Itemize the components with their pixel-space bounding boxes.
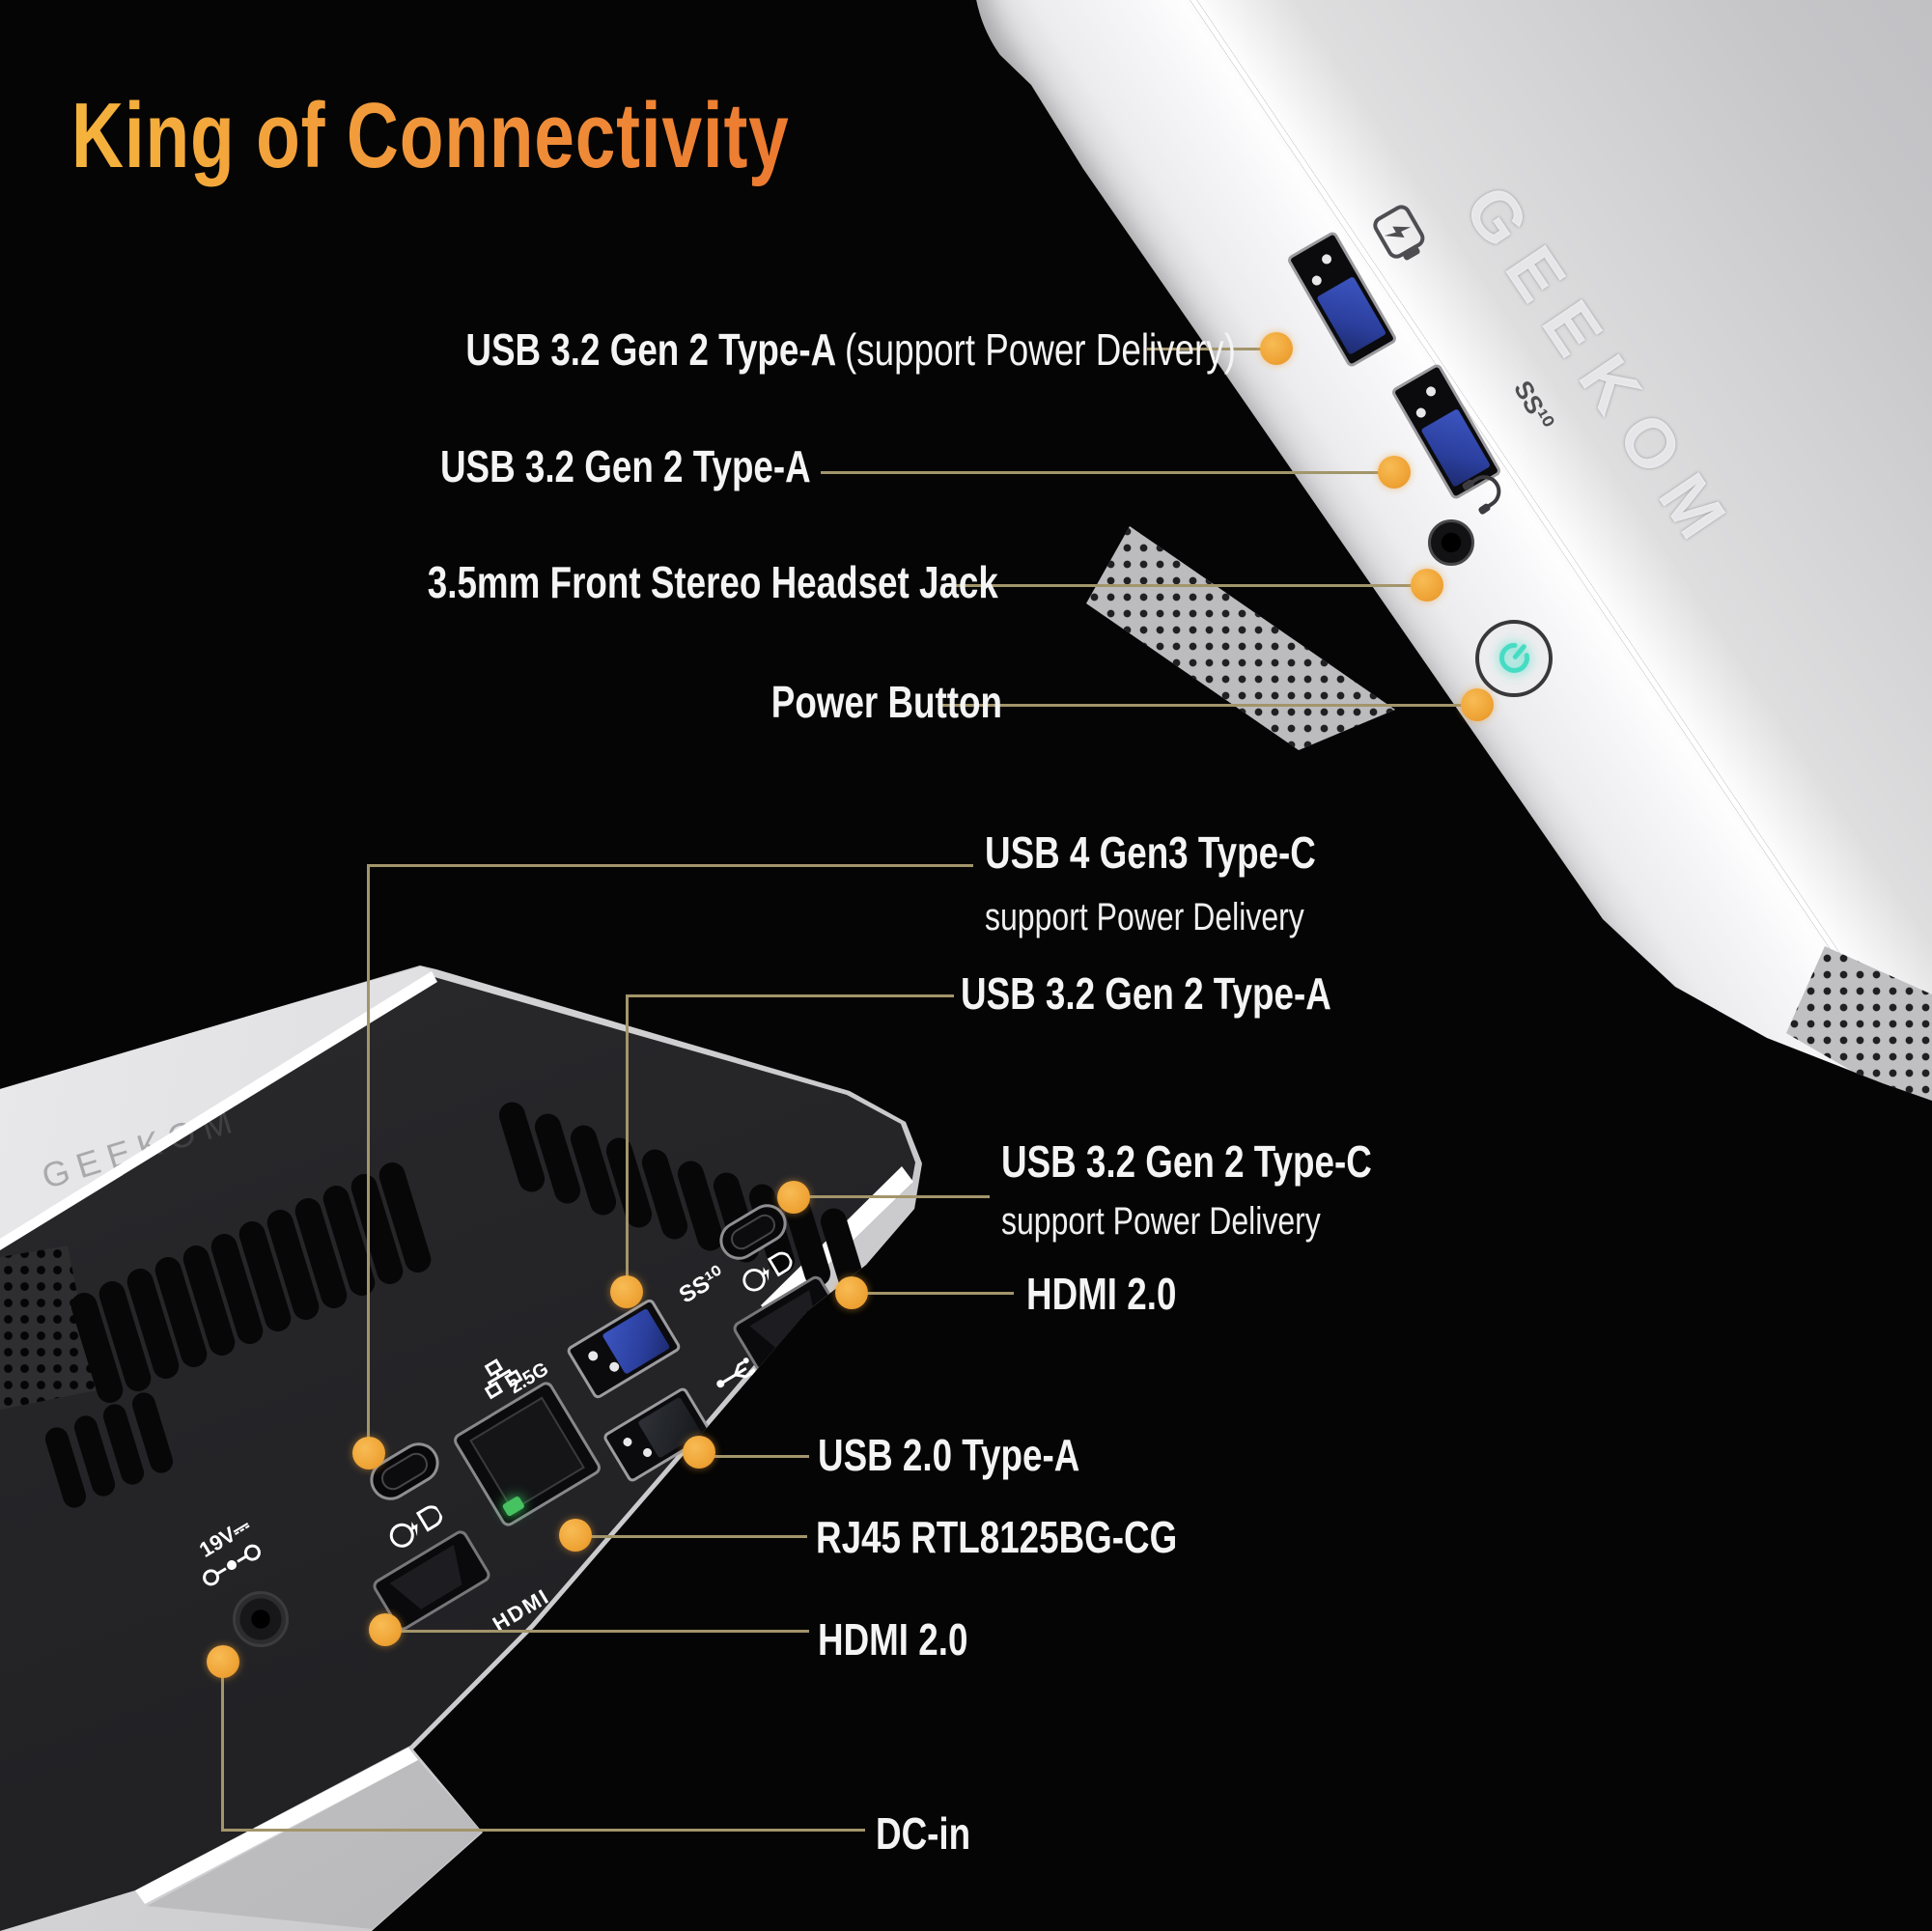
callout-line-usbc32 <box>799 1195 990 1198</box>
callout-dot-usb3 <box>610 1275 643 1308</box>
ethernet-icon <box>484 1358 523 1400</box>
callout-line-front-usb1 <box>1147 348 1263 350</box>
headset-jack <box>1428 519 1474 566</box>
callout-label-usb4c: USB 4 Gen3 Type-C <box>985 827 1316 878</box>
callout-sublabel-usb4c: support Power Delivery <box>985 896 1304 938</box>
callout-line-usb4c-v <box>367 864 370 1443</box>
callout-dot-hdmi-top <box>835 1276 868 1309</box>
callout-label-front-usb2: USB 3.2 Gen 2 Type-A <box>440 441 811 491</box>
callout-line-front-usb2 <box>821 471 1381 474</box>
callout-label-dcin: DC-in <box>876 1808 971 1859</box>
callout-label-usbc32: USB 3.2 Gen 2 Type-C <box>1001 1136 1372 1187</box>
callout-dot-power <box>1461 688 1494 721</box>
callout-line-hdmi-top <box>857 1292 1014 1295</box>
callout-label-front-usb1: USB 3.2 Gen 2 Type-A (support Power Deli… <box>465 324 1236 375</box>
callout-sublabel-usbc32: support Power Delivery <box>1001 1200 1321 1243</box>
callout-dot-rj45 <box>559 1519 592 1552</box>
callout-line-dcin-h <box>221 1829 865 1832</box>
callout-label-usb3: USB 3.2 Gen 2 Type-A <box>961 968 1331 1019</box>
callout-label-hdmi-bottom: HDMI 2.0 <box>818 1614 968 1665</box>
callout-label-power: Power Button <box>770 677 1002 727</box>
callout-line-hdmi-bottom <box>392 1630 809 1633</box>
callout-line-usb3-h <box>626 994 954 997</box>
callout-line-dcin-v <box>221 1672 224 1831</box>
displayport-icon-usb4 <box>389 1505 443 1548</box>
usb-power-delivery-icon <box>1373 205 1425 261</box>
page-title: King of Connectivity <box>71 84 790 187</box>
callout-dot-hdmi-bottom <box>369 1613 402 1646</box>
callout-dot-usbc32 <box>777 1181 810 1214</box>
callout-dot-headset <box>1411 569 1443 602</box>
callout-label-hdmi-top: HDMI 2.0 <box>1026 1269 1177 1319</box>
headphone-icon <box>1462 475 1501 515</box>
callout-line-power <box>938 704 1465 707</box>
callout-dot-usb4c <box>352 1437 385 1469</box>
callout-label-headset: 3.5mm Front Stereo Headset Jack <box>427 557 998 607</box>
callout-dot-dcin <box>207 1645 239 1678</box>
callout-line-usb4c-h <box>367 864 973 867</box>
displayport-icon-usbc32 <box>742 1251 793 1292</box>
hdmi-marking-top: HDMI <box>778 1332 839 1382</box>
dc-polarity-icon <box>203 1544 261 1586</box>
callout-label-rj45: RJ45 RTL8125BG-CG <box>816 1512 1178 1562</box>
dc-in-jack <box>233 1591 289 1647</box>
callout-line-usb3-v <box>626 994 629 1282</box>
callout-label-usb2: USB 2.0 Type-A <box>818 1430 1080 1480</box>
callout-line-rj45 <box>581 1535 807 1538</box>
callout-dot-front-usb2 <box>1378 456 1411 489</box>
callout-dot-front-usb1 <box>1260 332 1293 365</box>
callout-line-headset <box>941 584 1414 587</box>
callout-dot-usb2 <box>683 1436 715 1469</box>
power-icon <box>1498 642 1529 673</box>
callout-line-usb2 <box>706 1455 809 1458</box>
